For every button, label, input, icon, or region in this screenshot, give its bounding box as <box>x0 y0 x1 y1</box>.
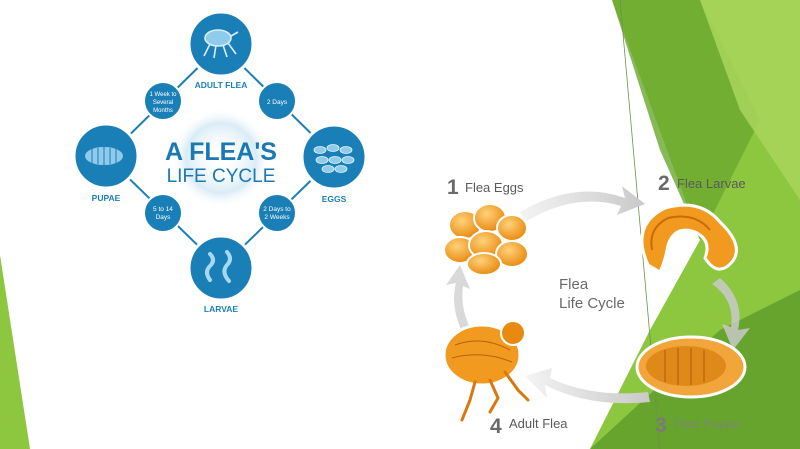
svg-text:Months: Months <box>153 108 173 114</box>
stage-label-larvae: LARVAE <box>204 304 238 314</box>
adult-flea-icon <box>203 29 239 59</box>
arrow-pupae-to-adult <box>525 368 650 404</box>
arrow-larvae-to-pupae <box>712 278 750 350</box>
center-title-line1: Flea <box>559 276 589 293</box>
center-title-line2: Life Cycle <box>559 295 625 312</box>
svg-text:2 Weeks: 2 Weeks <box>264 214 290 221</box>
flea-larvae-image <box>640 203 738 275</box>
stage-label-pupae: PUPAE <box>92 193 121 203</box>
larvae-icon <box>205 250 232 283</box>
stage-number-2: 2 <box>658 172 670 195</box>
stage-label-eggs: EGGS <box>322 194 347 204</box>
stage-label-flea-eggs: Flea Eggs <box>465 180 524 195</box>
adult-flea-image <box>442 320 530 422</box>
eggs-icon <box>313 144 355 173</box>
svg-text:Days: Days <box>156 214 172 221</box>
left-lifecycle-diagram: A FLEA'S LIFE CYCLE ADULT FLEA <box>72 10 368 314</box>
green-shape-right-light <box>700 0 800 200</box>
stage-number-1: 1 <box>447 176 459 199</box>
svg-text:Several: Several <box>153 100 173 106</box>
stage-label-flea-pupae: Flea Pupae <box>674 416 741 431</box>
svg-text:2 Days to: 2 Days to <box>263 206 291 213</box>
stage-label-flea-larvae: Flea Larvae <box>677 176 746 191</box>
pupae-icon <box>85 147 123 165</box>
cycle-arrows <box>446 186 750 404</box>
stage-label-adult-flea: Adult Flea <box>509 416 568 431</box>
green-shape-left <box>0 255 30 449</box>
right-lifecycle-diagram: Flea Life Cycle 1 Flea Eggs 2 Flea Larva… <box>442 172 750 438</box>
stage-number-3: 3 <box>655 414 667 437</box>
center-halo <box>171 108 271 208</box>
duration-badge-pupae-to-adult: 1 Week to Several Months <box>143 81 183 121</box>
arrow-adult-to-eggs <box>446 265 470 332</box>
svg-text:2 Days: 2 Days <box>267 99 288 106</box>
arrow-eggs-to-larvae <box>520 186 645 222</box>
svg-text:1 Week to: 1 Week to <box>150 92 178 98</box>
svg-text:5 to 14: 5 to 14 <box>153 206 173 213</box>
duration-badge-adult-to-eggs: 2 Days <box>257 81 297 121</box>
stage-adult-flea <box>187 10 255 78</box>
stage-number-4: 4 <box>490 415 502 438</box>
stage-eggs <box>300 123 368 191</box>
diagram-title-line1: A FLEA'S <box>165 138 277 166</box>
flea-eggs-image <box>443 203 529 276</box>
duration-badge-larvae-to-pupae: 5 to 14 Days <box>143 193 183 233</box>
diagram-title-line2: LIFE CYCLE <box>167 166 276 187</box>
stage-pupae <box>72 122 140 190</box>
stage-label-adult-flea: ADULT FLEA <box>195 80 248 90</box>
flea-pupae-image <box>635 335 747 399</box>
duration-badge-eggs-to-larvae: 2 Days to 2 Weeks <box>257 193 297 233</box>
stage-larvae <box>187 234 255 302</box>
